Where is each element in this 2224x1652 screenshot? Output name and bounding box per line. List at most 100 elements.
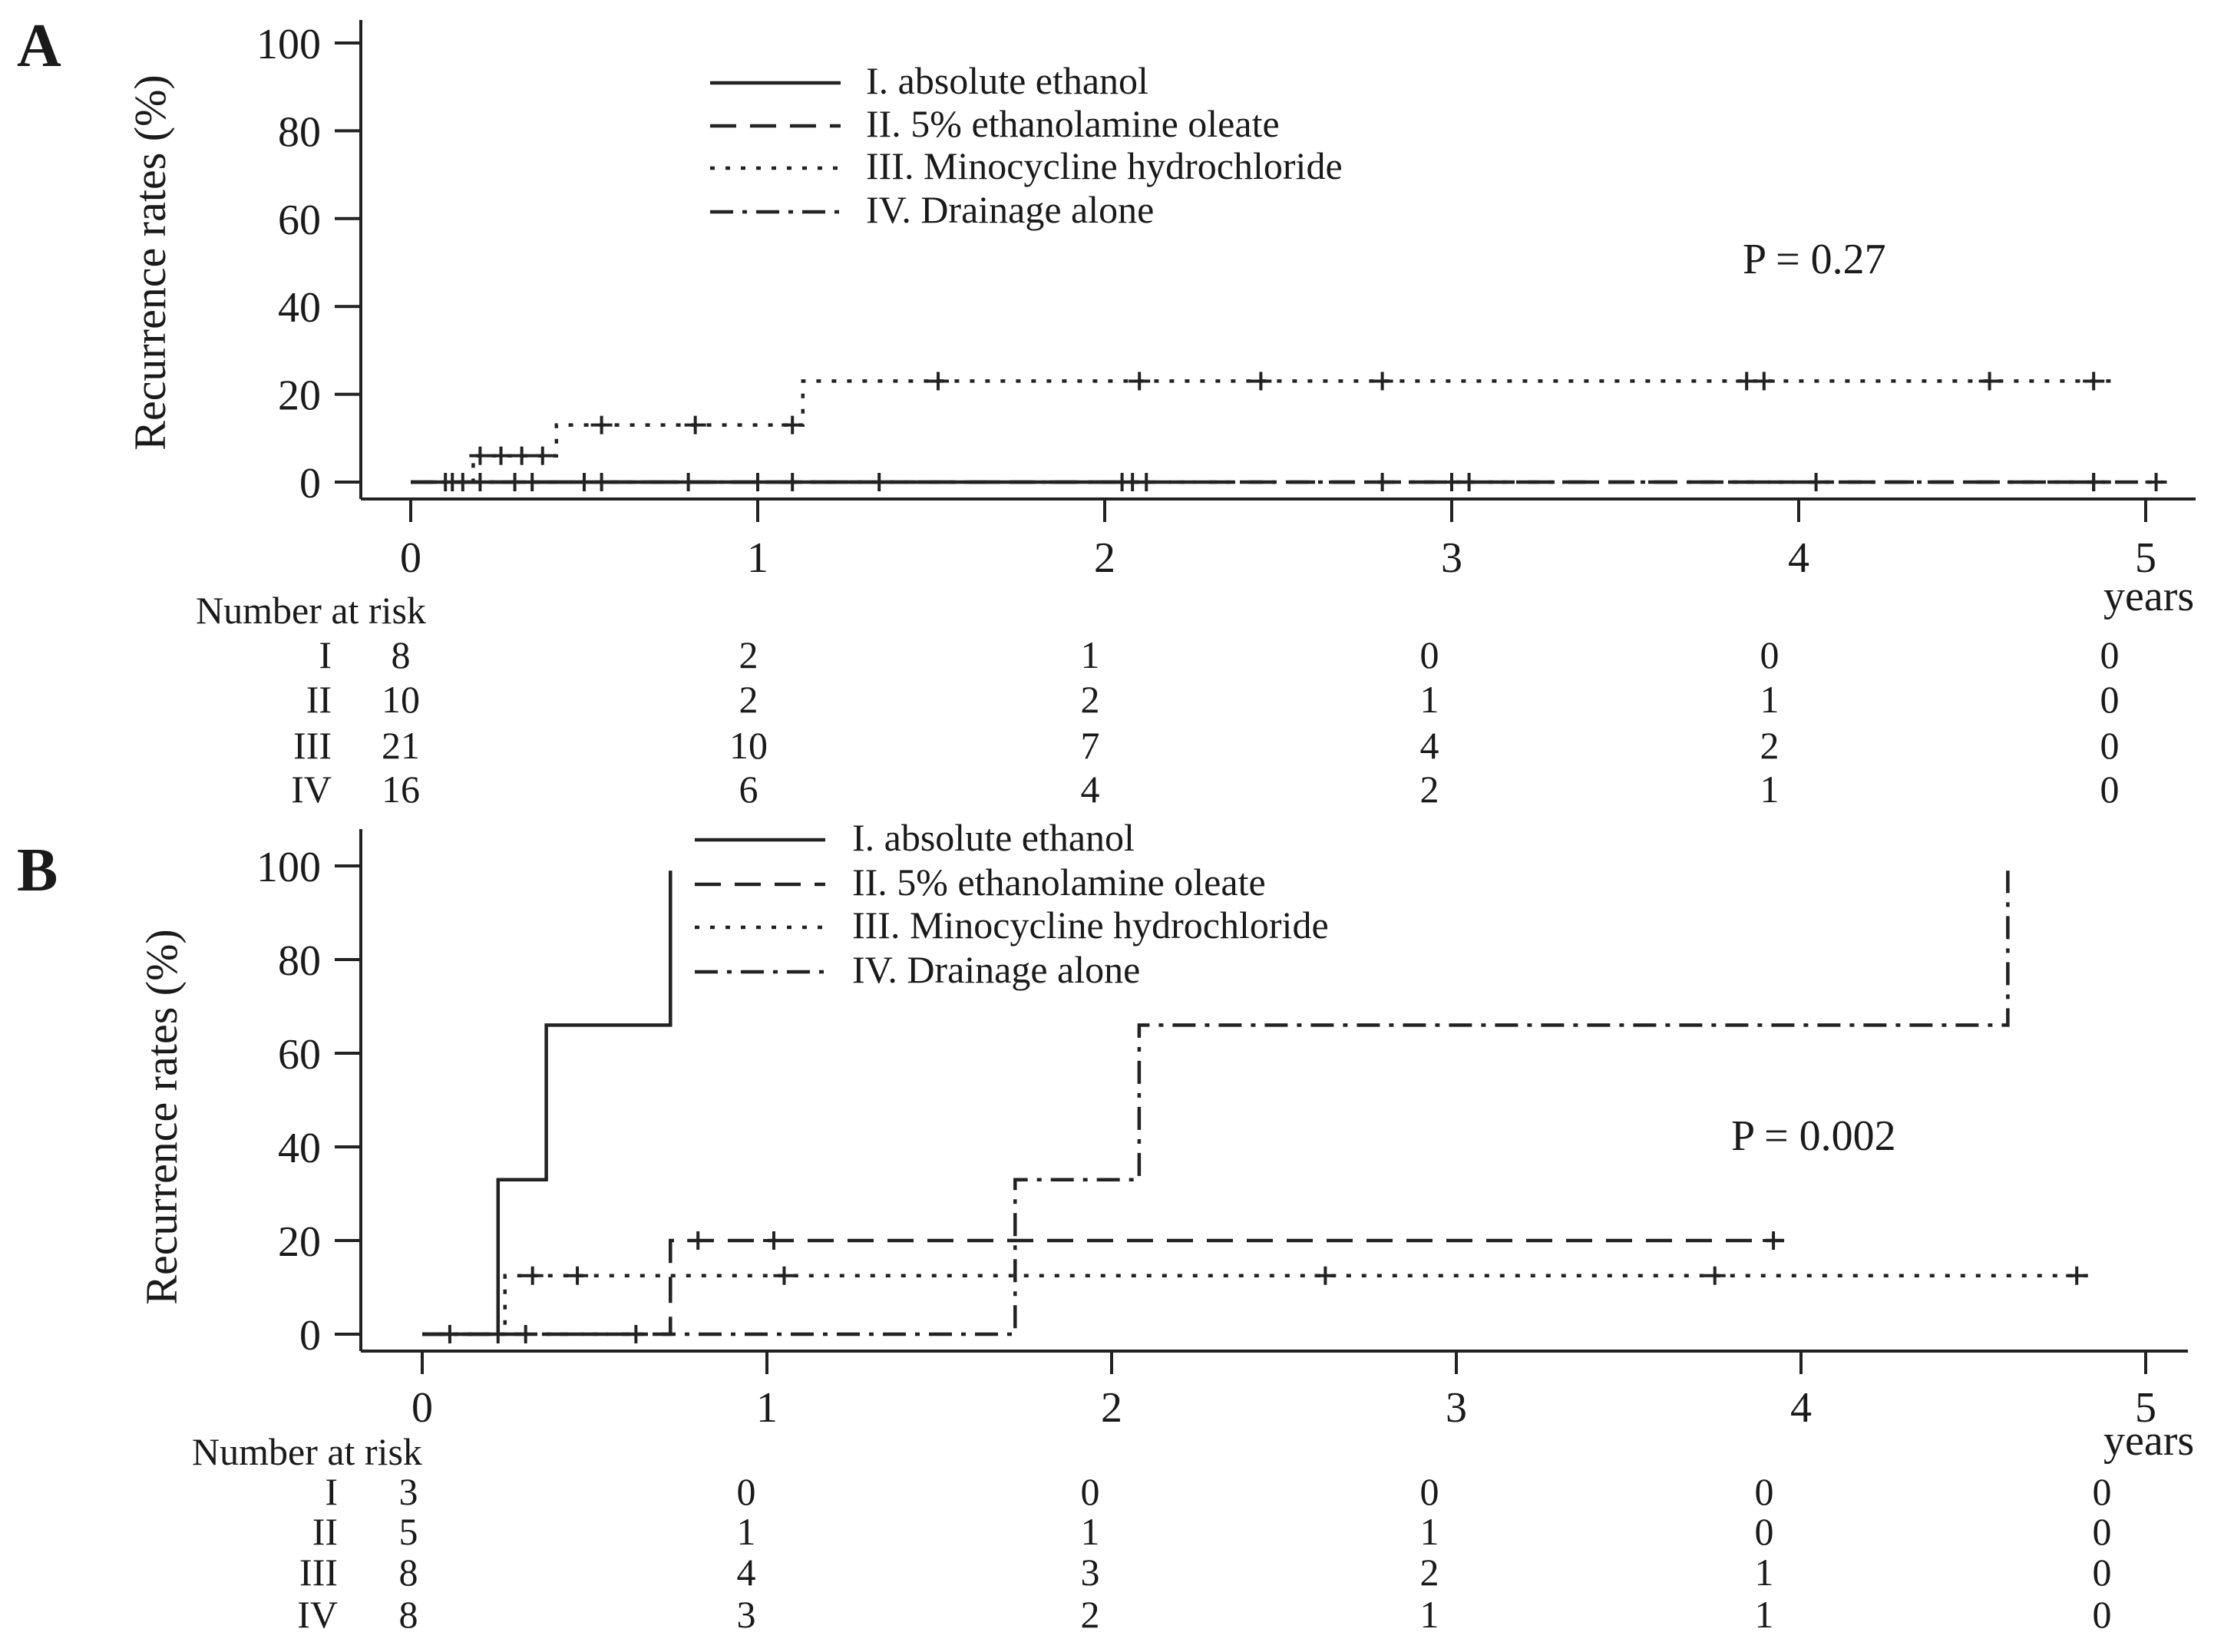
- risk-count: 1: [1755, 1551, 1774, 1594]
- risk-count: 10: [729, 724, 768, 767]
- risk-count: 2: [1420, 1551, 1439, 1594]
- risk-group-label: III: [299, 1551, 338, 1594]
- risk-count: 0: [1760, 633, 1780, 676]
- series-line-2: [422, 1238, 1784, 1336]
- y-tick-label: 0: [299, 460, 321, 507]
- series-line-4: [422, 871, 2010, 1336]
- panel-letter: B: [17, 837, 58, 904]
- risk-count: 4: [1081, 768, 1100, 811]
- risk-count: 1: [1760, 678, 1780, 721]
- series-line-1: [422, 871, 672, 1336]
- x-tick-label: 1: [747, 534, 768, 582]
- x-tick-label: 0: [411, 1384, 433, 1432]
- y-tick-label: 80: [278, 937, 321, 985]
- x-tick-label: 5: [2135, 1384, 2156, 1432]
- p-value-label: P = 0.27: [1743, 236, 1886, 283]
- y-tick-label: 100: [256, 21, 321, 68]
- risk-count: 1: [1420, 678, 1439, 721]
- risk-count: 0: [737, 1470, 756, 1513]
- risk-count: 1: [1420, 1593, 1439, 1636]
- legend-label-1: I. absolute ethanol: [866, 59, 1148, 102]
- legend-label-1: I. absolute ethanol: [852, 816, 1135, 859]
- risk-count: 0: [2093, 1510, 2112, 1553]
- risk-group-label: IV: [297, 1593, 338, 1636]
- risk-group-label: II: [312, 1510, 338, 1553]
- panel-letter: A: [17, 12, 61, 80]
- risk-count: 8: [392, 633, 411, 676]
- legend-label-3: III. Minocycline hydrochloride: [866, 144, 1343, 187]
- risk-count: 1: [1081, 1510, 1100, 1553]
- series-line-3: [422, 1274, 2094, 1336]
- series-line-3: [411, 379, 2111, 484]
- risk-group-label: II: [306, 678, 332, 721]
- risk-count: 0: [2093, 1470, 2112, 1513]
- risk-count: 2: [1081, 1593, 1100, 1636]
- risk-count: 0: [2093, 1551, 2112, 1594]
- y-tick-label: 80: [278, 108, 321, 156]
- risk-count: 0: [1081, 1470, 1100, 1513]
- legend-label-2: II. 5% ethanolamine oleate: [866, 102, 1280, 145]
- x-tick-label: 2: [1101, 1384, 1122, 1432]
- x-tick-label: 4: [1790, 1384, 1812, 1432]
- risk-count: 3: [737, 1593, 756, 1636]
- risk-count: 8: [399, 1593, 418, 1636]
- x-tick-label: 4: [1788, 534, 1809, 582]
- risk-count: 8: [399, 1551, 418, 1594]
- risk-count: 0: [1755, 1470, 1774, 1513]
- risk-count: 0: [2100, 633, 2120, 676]
- risk-count: 2: [739, 678, 758, 721]
- y-tick-label: 40: [278, 284, 321, 332]
- risk-count: 0: [1420, 1470, 1439, 1513]
- x-tick-label: 3: [1446, 1384, 1467, 1432]
- risk-count: 1: [1420, 1510, 1439, 1553]
- x-tick-label: 1: [756, 1384, 778, 1432]
- risk-count: 0: [2100, 678, 2120, 721]
- risk-count: 21: [382, 724, 420, 767]
- y-axis-title: Recurrence rates (%): [137, 929, 187, 1304]
- risk-count: 1: [1081, 633, 1100, 676]
- risk-count: 16: [382, 768, 420, 811]
- number-at-risk-label: Number at risk: [196, 589, 426, 632]
- y-tick-label: 60: [278, 197, 321, 244]
- y-tick-label: 20: [278, 1218, 321, 1266]
- y-axis-title: Recurrence rates (%): [125, 74, 175, 450]
- p-value-label: P = 0.002: [1731, 1112, 1896, 1160]
- x-tick-label: 5: [2135, 534, 2156, 582]
- y-tick-label: 20: [278, 372, 321, 420]
- risk-count: 0: [2100, 768, 2120, 811]
- y-tick-label: 60: [278, 1031, 321, 1079]
- risk-group-label: IV: [291, 768, 332, 811]
- x-tick-label: 3: [1441, 534, 1462, 582]
- risk-count: 0: [1755, 1510, 1774, 1553]
- risk-count: 2: [1081, 678, 1100, 721]
- legend-label-3: III. Minocycline hydrochloride: [852, 904, 1329, 947]
- risk-count: 3: [399, 1470, 418, 1513]
- risk-group-label: I: [325, 1470, 338, 1513]
- risk-count: 1: [1760, 768, 1780, 811]
- risk-count: 0: [2093, 1593, 2112, 1636]
- risk-group-label: I: [319, 633, 332, 676]
- risk-count: 1: [1755, 1593, 1774, 1636]
- risk-count: 4: [737, 1551, 756, 1594]
- risk-count: 10: [382, 678, 420, 721]
- risk-count: 0: [2100, 724, 2120, 767]
- risk-count: 6: [739, 768, 758, 811]
- y-tick-label: 100: [256, 844, 321, 891]
- risk-group-label: III: [293, 724, 332, 767]
- risk-count: 0: [1420, 633, 1439, 676]
- y-tick-label: 0: [299, 1312, 321, 1360]
- x-unit-label: years: [2103, 1417, 2194, 1465]
- legend-label-4: IV. Drainage alone: [866, 188, 1154, 231]
- risk-count: 7: [1081, 724, 1100, 767]
- legend-label-2: II. 5% ethanolamine oleate: [852, 861, 1266, 904]
- legend-label-4: IV. Drainage alone: [852, 948, 1140, 991]
- number-at-risk-label: Number at risk: [192, 1430, 422, 1473]
- x-tick-label: 0: [400, 534, 421, 582]
- y-tick-label: 40: [278, 1125, 321, 1172]
- risk-count: 2: [739, 633, 758, 676]
- risk-count: 5: [399, 1510, 418, 1553]
